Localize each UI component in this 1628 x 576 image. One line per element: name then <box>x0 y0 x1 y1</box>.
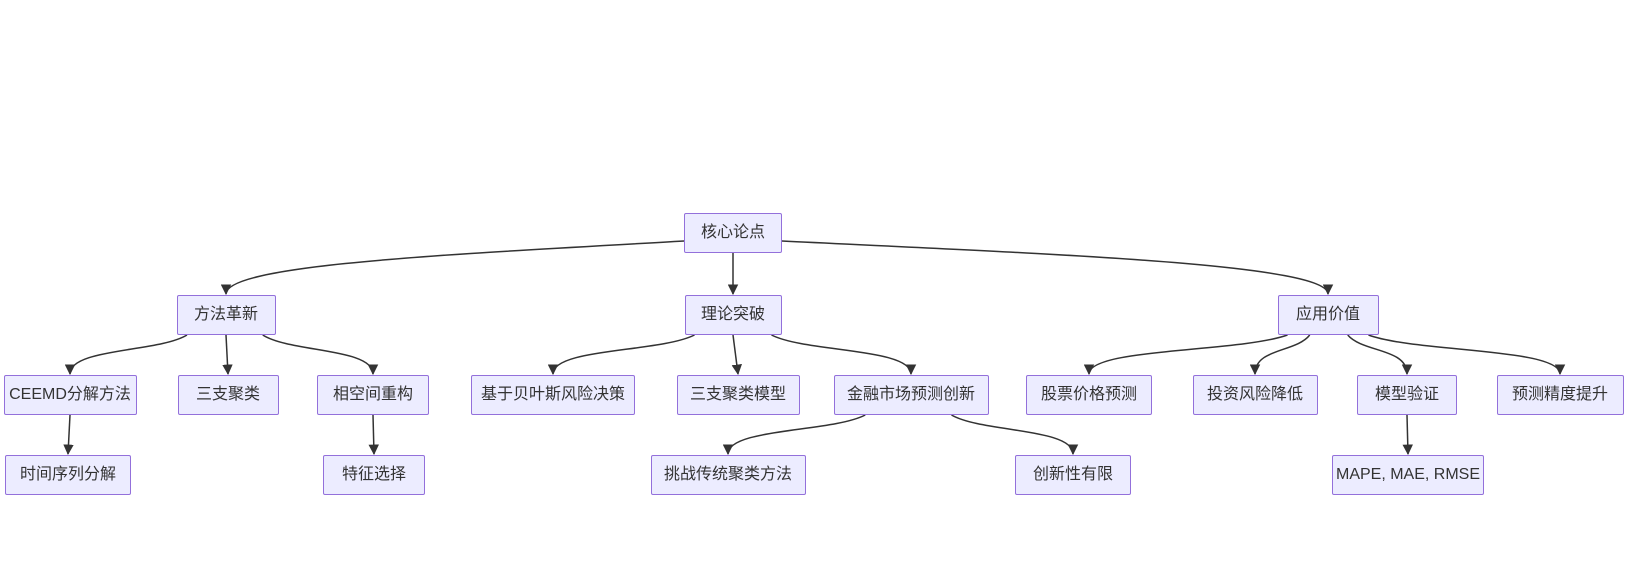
node-investment-risk-reduction: 投资风险降低 <box>1192 375 1318 415</box>
node-prediction-accuracy-improvement: 预测精度提升 <box>1496 375 1624 415</box>
node-application-value: 应用价值 <box>1277 295 1379 335</box>
edge-application-to-risk <box>1249 334 1311 376</box>
node-three-way-clustering-model: 三支聚类模型 <box>676 375 800 415</box>
edge-core-to-application <box>781 240 1334 296</box>
edge-validation-to-metrics <box>1402 414 1414 456</box>
edge-application-to-stock <box>1083 334 1288 376</box>
edge-theory-to-bayes <box>547 334 695 376</box>
edge-method-to-phase_space <box>262 334 379 376</box>
node-theoretical-breakthrough: 理论突破 <box>684 295 782 335</box>
edge-fin_innov-to-challenge <box>722 414 866 456</box>
node-feature-selection: 特征选择 <box>323 455 425 495</box>
edge-phase_space-to-feature <box>368 414 380 456</box>
edge-application-to-validation <box>1347 334 1413 376</box>
node-ceemd-decomposition: CEEMD分解方法 <box>3 375 137 415</box>
node-phase-space-reconstruction: 相空间重构 <box>317 375 429 415</box>
node-three-way-clustering: 三支聚类 <box>177 375 279 415</box>
edge-theory-to-twc_model <box>731 334 743 376</box>
node-error-metrics: MAPE, MAE, RMSE <box>1332 455 1484 495</box>
edge-theory-to-fin_innov <box>771 334 917 376</box>
edge-core-to-method <box>220 240 685 296</box>
node-model-validation: 模型验证 <box>1357 375 1457 415</box>
edge-application-to-accuracy <box>1368 334 1566 376</box>
node-challenge-traditional-clustering: 挑战传统聚类方法 <box>650 455 806 495</box>
edge-method-to-three_way <box>222 334 233 376</box>
node-method-innovation: 方法革新 <box>176 295 276 335</box>
node-stock-price-prediction: 股票价格预测 <box>1026 375 1152 415</box>
node-financial-market-prediction-innovation: 金融市场预测创新 <box>833 375 989 415</box>
edge-ceemd-to-ts_decomp <box>63 414 74 456</box>
edge-fin_innov-to-limited <box>951 414 1079 456</box>
node-bayesian-risk-decision: 基于贝叶斯风险决策 <box>471 375 635 415</box>
node-limited-innovation: 创新性有限 <box>1015 455 1131 495</box>
node-time-series-decomposition: 时间序列分解 <box>5 455 131 495</box>
edge-method-to-ceemd <box>64 334 188 376</box>
node-core-argument: 核心论点 <box>684 213 782 253</box>
